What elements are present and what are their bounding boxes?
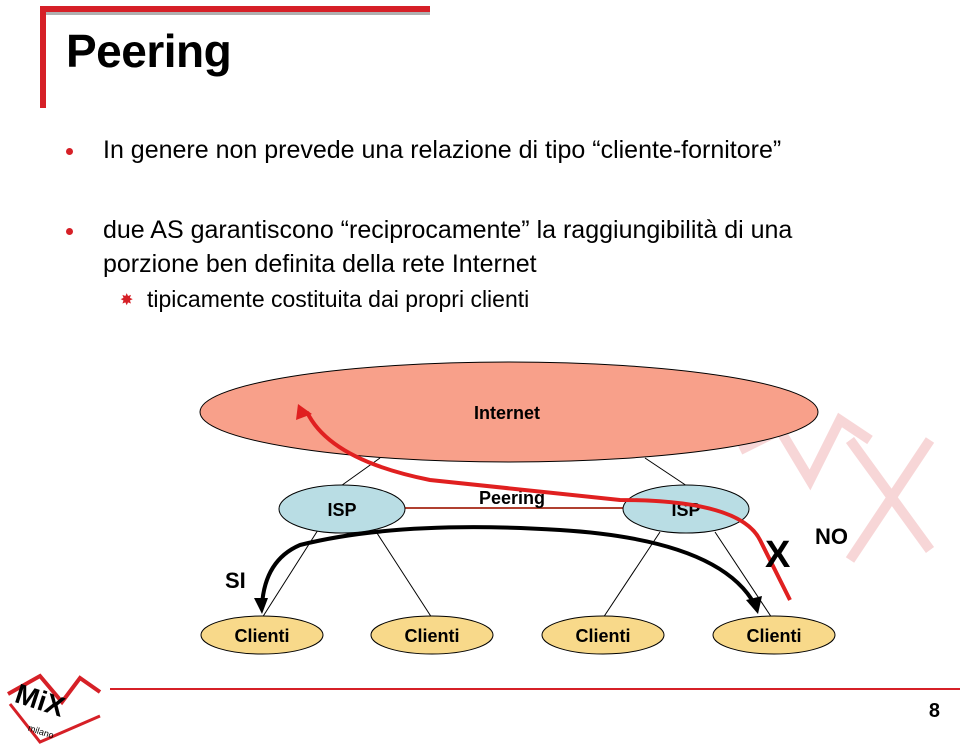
page-number: 8 xyxy=(928,700,940,722)
link-isp-left-clienti-2 xyxy=(374,529,433,619)
internet-cloud xyxy=(199,361,819,463)
red-route-arrowhead xyxy=(296,404,312,420)
internet-label: Internet xyxy=(474,403,540,423)
black-route-arrowhead-left xyxy=(254,598,268,614)
isp-right-node xyxy=(622,484,750,534)
clienti-label-1: Clienti xyxy=(234,626,289,646)
footer-divider xyxy=(110,688,960,690)
clienti-node-4 xyxy=(712,615,836,655)
logo-subtext: milano xyxy=(27,723,55,741)
mix-logo-icon: MiX milano xyxy=(7,673,102,744)
isp-left-label: ISP xyxy=(327,500,356,520)
red-route-path xyxy=(305,411,792,601)
link-isp-right-clienti-4 xyxy=(714,531,773,619)
slide-title: Peering xyxy=(66,25,232,77)
clienti-label-2: Clienti xyxy=(404,626,459,646)
bullet-text-2: due AS garantiscono “reciprocamente” la … xyxy=(103,216,793,244)
si-label: SI xyxy=(225,568,246,593)
title-frame-left xyxy=(40,6,46,108)
peering-label: Peering xyxy=(479,488,545,508)
bullet-dot-1 xyxy=(66,148,73,155)
clienti-node-2 xyxy=(370,615,494,655)
isp-left-node xyxy=(278,484,406,534)
bullet-text-2-cont: porzione ben definita della rete Interne… xyxy=(103,250,537,278)
clienti-node-3 xyxy=(541,615,665,655)
title-frame-shadow xyxy=(46,12,430,15)
black-route-path xyxy=(260,525,757,606)
sub-bullet-text: tipicamente costituita dai propri client… xyxy=(147,286,530,312)
bullet-text-1: In genere non prevede una relazione di t… xyxy=(103,136,782,164)
clienti-node-1 xyxy=(200,615,324,655)
link-internet-isp-right xyxy=(644,457,691,489)
link-isp-right-clienti-3 xyxy=(602,531,661,619)
bullet-dot-2 xyxy=(66,228,73,235)
title-frame-top xyxy=(40,6,430,12)
star-bullet-icon: ✸ xyxy=(120,292,134,309)
x-mark: X xyxy=(765,534,791,576)
clienti-label-3: Clienti xyxy=(575,626,630,646)
no-label: NO xyxy=(815,524,848,549)
black-route-arrowhead-right xyxy=(746,596,762,614)
clienti-label-4: Clienti xyxy=(746,626,801,646)
